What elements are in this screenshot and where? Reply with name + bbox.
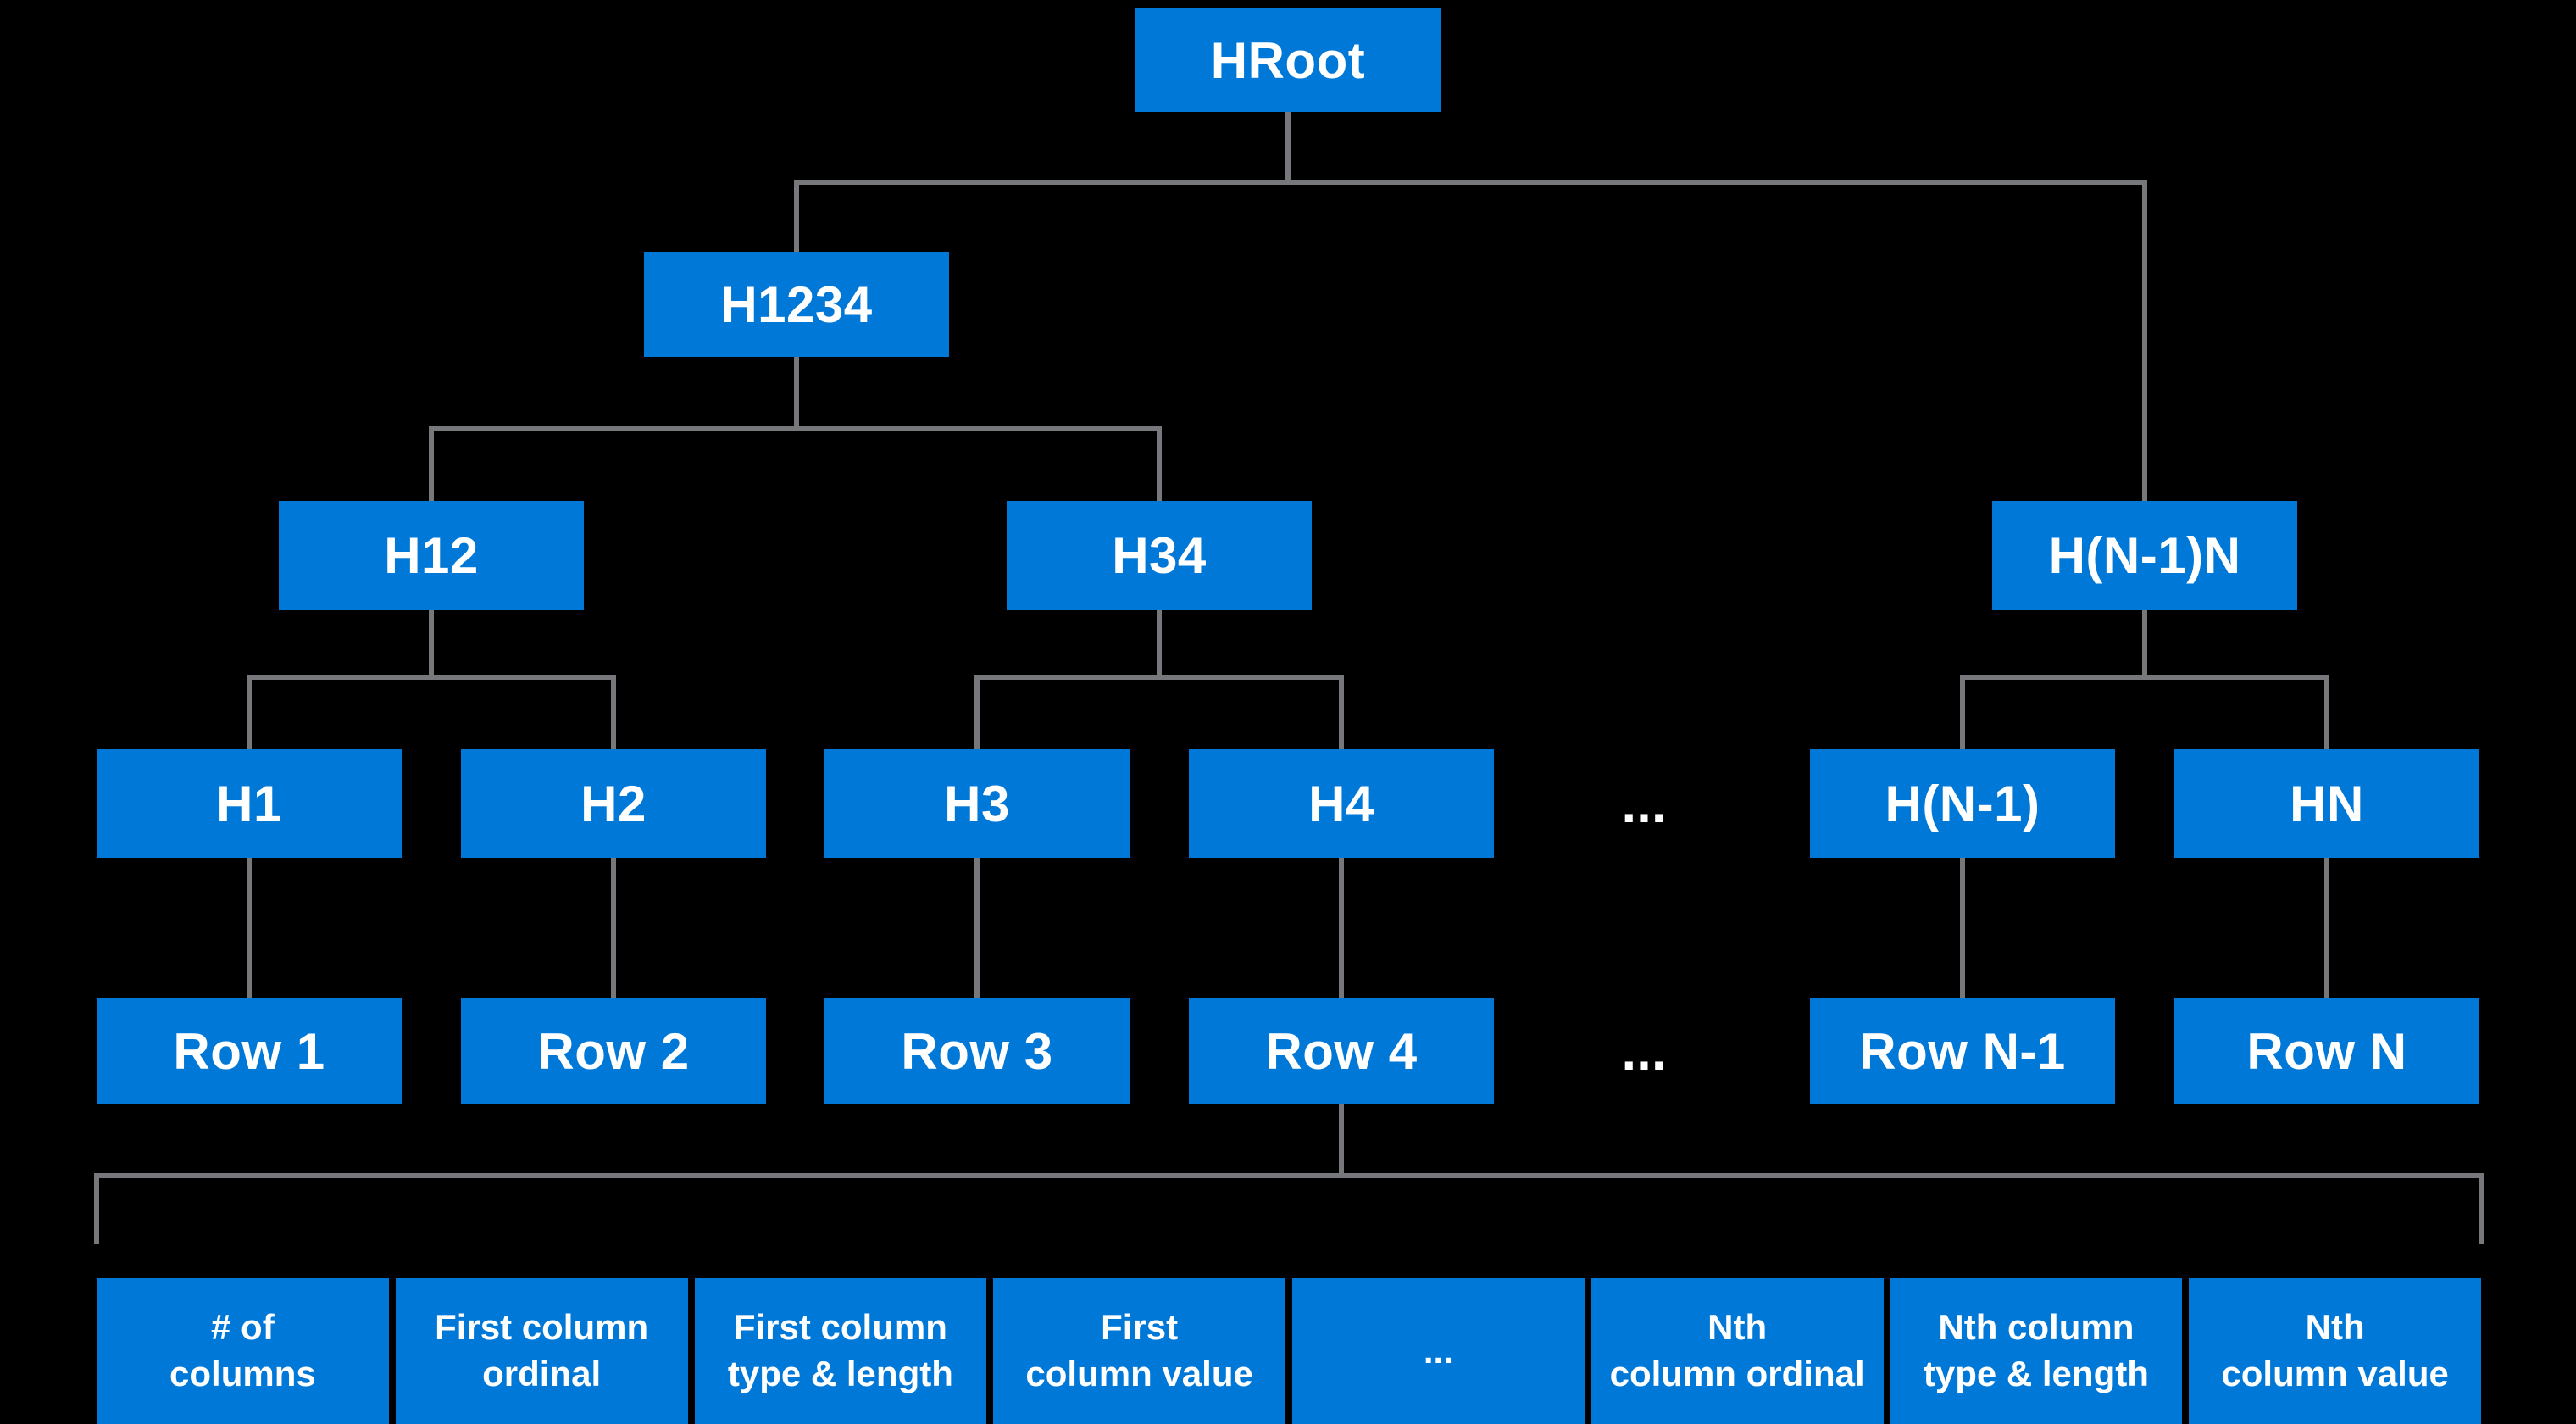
node-h1234: H1234 bbox=[644, 252, 949, 357]
field-first-column-value: First column value bbox=[993, 1278, 1285, 1424]
field-nth-column-value: Nth column value bbox=[2189, 1278, 2481, 1424]
connector-hn1n-children bbox=[1960, 675, 2329, 752]
connector-h12-children bbox=[247, 675, 616, 752]
node-h4: H4 bbox=[1189, 749, 1494, 858]
node-hn: HN bbox=[2174, 749, 2479, 858]
node-hroot: HRoot bbox=[1135, 8, 1441, 112]
node-row-4: Row 4 bbox=[1189, 998, 1494, 1104]
node-row-n-minus1: Row N-1 bbox=[1810, 998, 2115, 1104]
connector-columns-bracket bbox=[94, 1173, 2484, 1244]
node-h2: H2 bbox=[461, 749, 766, 858]
field-first-column-type-length: First column type & length bbox=[694, 1278, 987, 1424]
node-h3: H3 bbox=[824, 749, 1130, 858]
node-h34: H34 bbox=[1007, 501, 1312, 610]
connector-hash-to-rows bbox=[247, 855, 2329, 1000]
field-first-column-ordinal: First column ordinal bbox=[395, 1278, 688, 1424]
node-row-2: Row 2 bbox=[461, 998, 766, 1104]
hash-ellipsis: ... bbox=[1621, 773, 1667, 834]
field-ellipsis: ... bbox=[1292, 1278, 1585, 1424]
node-row-n: Row N bbox=[2174, 998, 2479, 1104]
row-ellipsis: ... bbox=[1621, 1021, 1667, 1082]
connector-h1234-children bbox=[429, 426, 1162, 503]
node-h12: H12 bbox=[279, 501, 584, 610]
node-row-1: Row 1 bbox=[97, 998, 402, 1104]
field-num-columns: # of columns bbox=[97, 1278, 389, 1424]
field-nth-column-type-length: Nth column type & length bbox=[1890, 1278, 2183, 1424]
column-fields-row: # of columns First column ordinal First … bbox=[97, 1278, 2481, 1424]
node-h1: H1 bbox=[97, 749, 402, 858]
connector-hroot-children bbox=[794, 180, 2147, 503]
node-h-n-minus1-n: H(N-1)N bbox=[1992, 501, 2297, 610]
connector-h34-children bbox=[974, 675, 1344, 752]
node-row-3: Row 3 bbox=[824, 998, 1130, 1104]
node-h-n-minus1: H(N-1) bbox=[1810, 749, 2115, 858]
field-nth-column-ordinal: Nth column ordinal bbox=[1591, 1278, 1884, 1424]
